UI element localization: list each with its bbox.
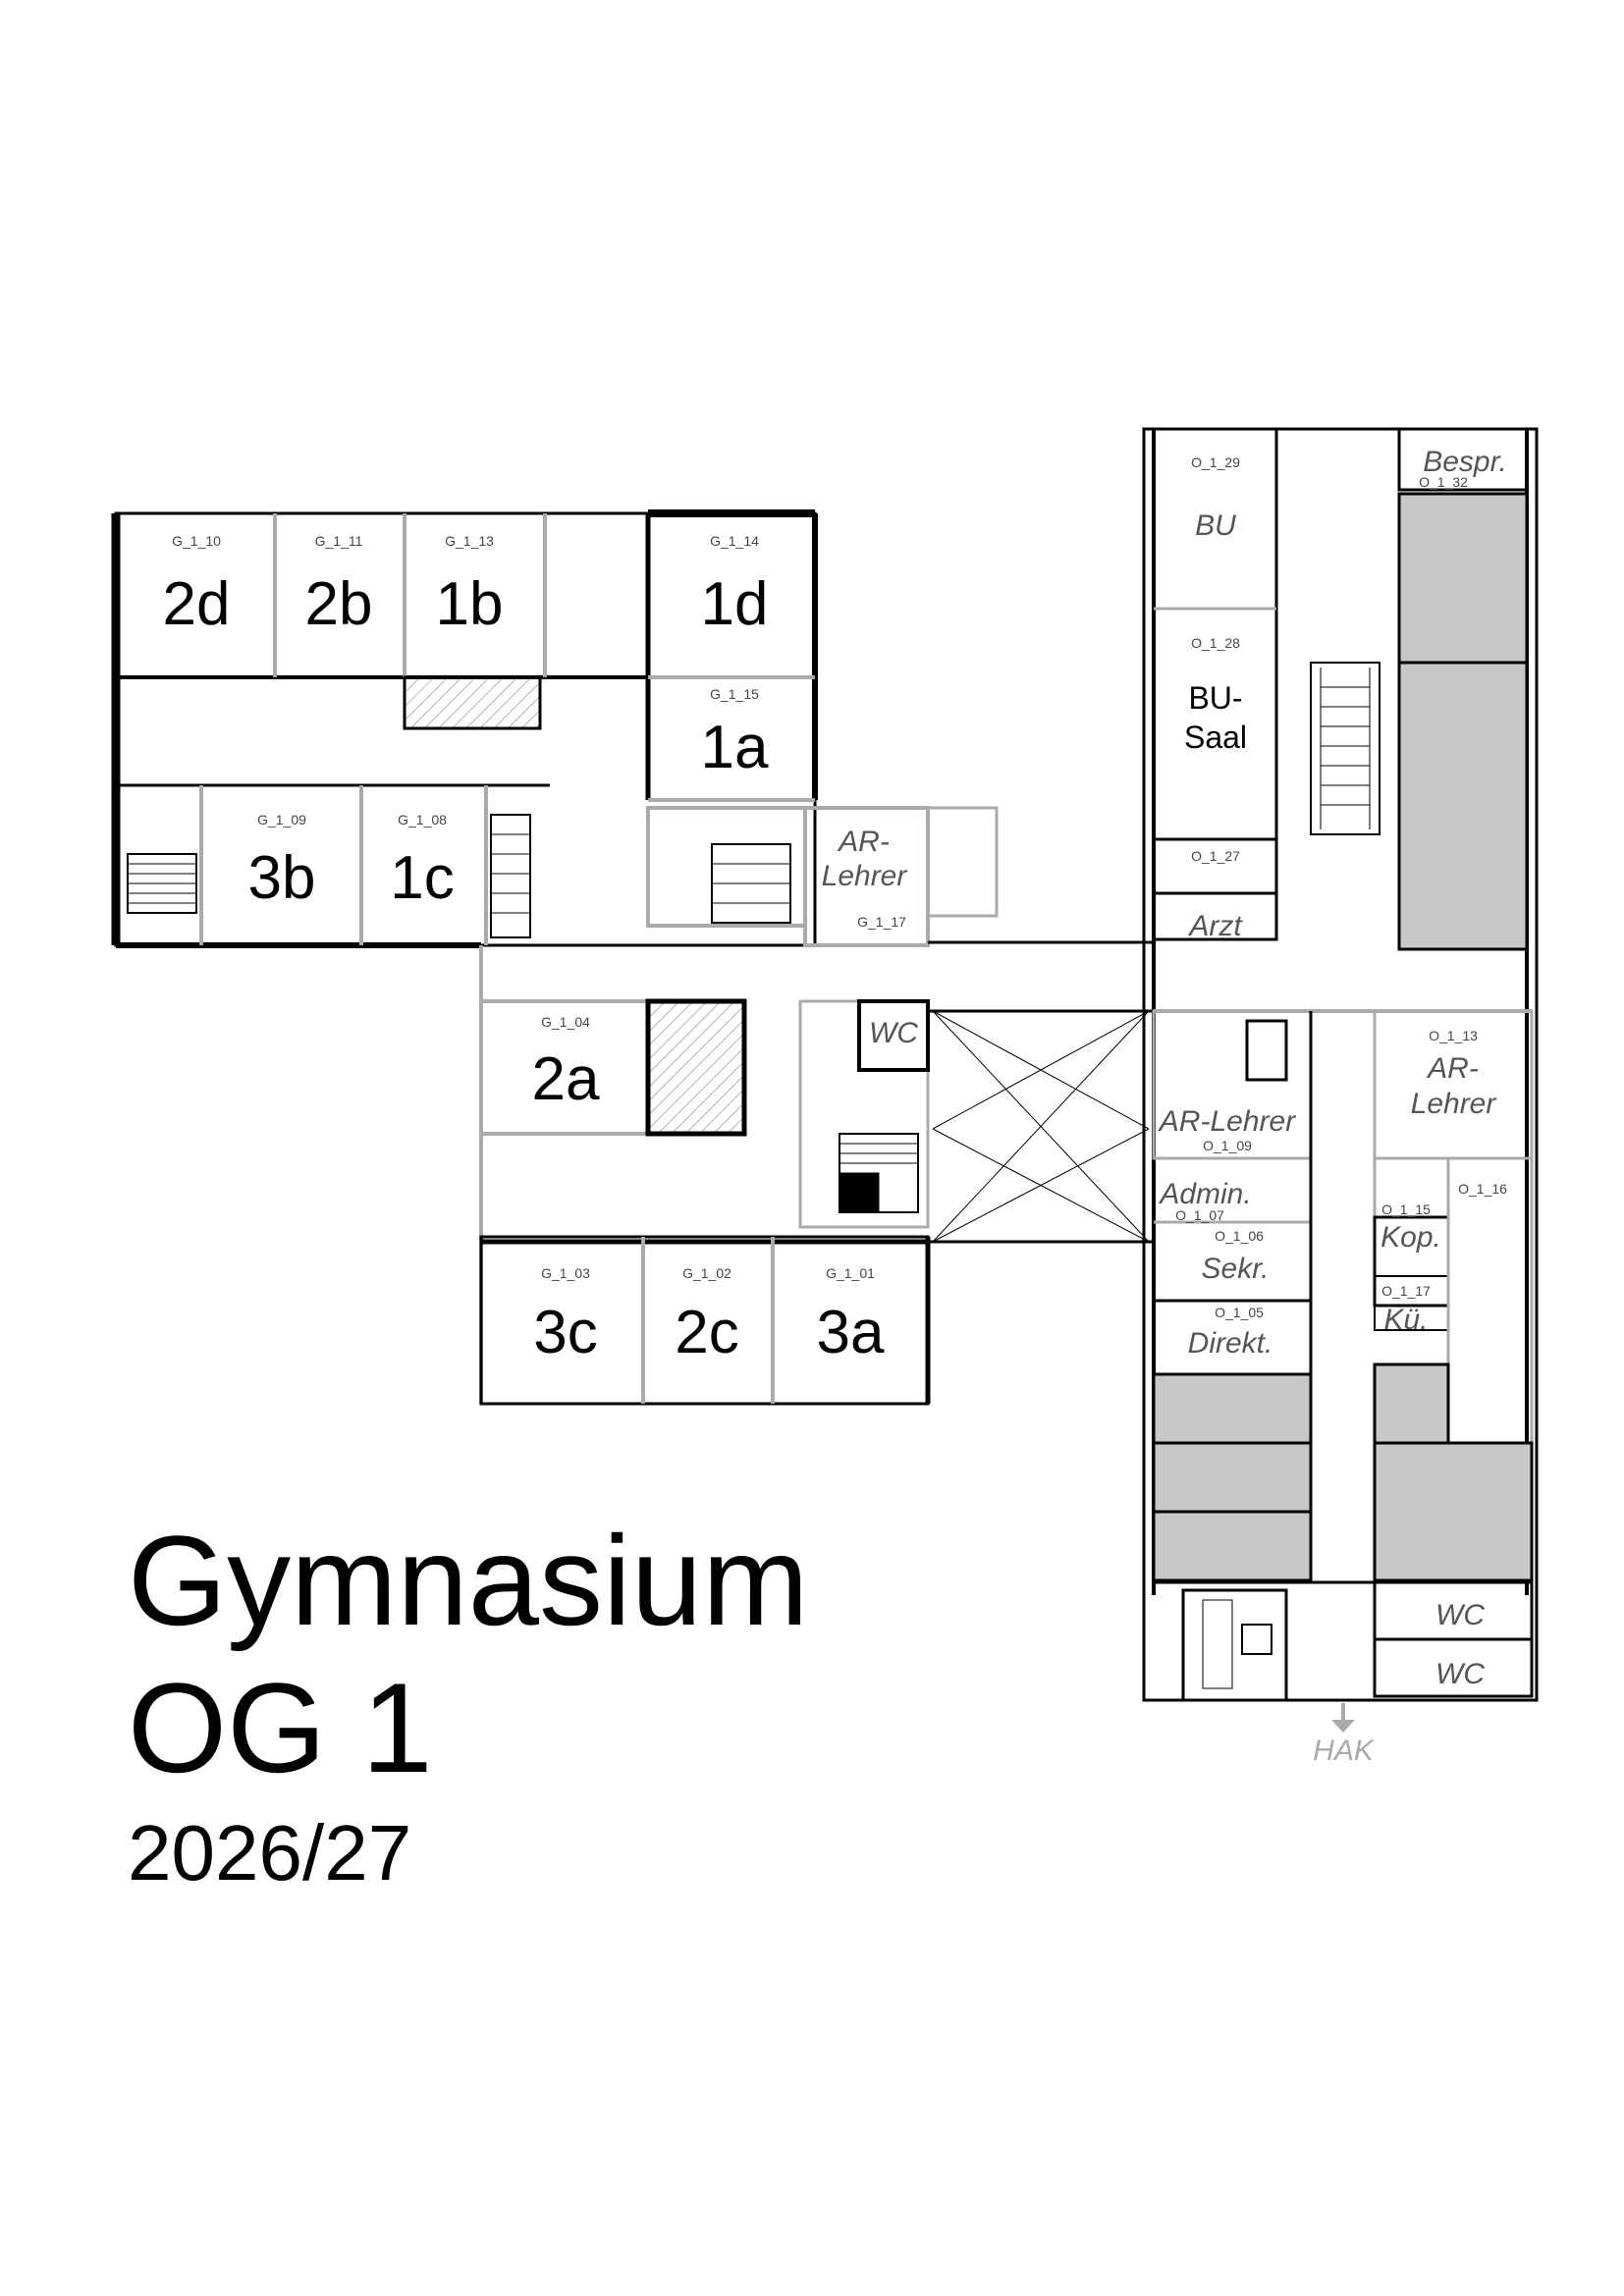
room-label-o113-line2: Lehrer (1411, 1088, 1497, 1120)
room-label-1b: 1b (436, 570, 504, 638)
room-label-admin: Admin. (1158, 1178, 1251, 1210)
room-code-g114: G_1_14 (710, 533, 759, 549)
room-code-o109: O_1_09 (1203, 1138, 1252, 1153)
room-label-kue: Kü. (1383, 1304, 1428, 1336)
room-label-2a: 2a (532, 1045, 600, 1113)
room-code-g102: G_1_02 (682, 1265, 731, 1281)
room-code-g117: G_1_17 (857, 914, 906, 930)
room-label-2b: 2b (305, 570, 373, 638)
room-code-g108: G_1_08 (398, 812, 447, 828)
room-code-g103: G_1_03 (541, 1265, 590, 1281)
room-label-bu-saal-line1: BU- (1188, 680, 1242, 716)
room-label-1c: 1c (390, 844, 454, 912)
room-label-g117-line2: Lehrer (822, 860, 908, 892)
room-label-kop: Kop. (1380, 1221, 1441, 1254)
room-label-o109: AR-Lehrer (1158, 1105, 1296, 1138)
room-code-o129: O_1_29 (1191, 454, 1240, 470)
room-code-g104: G_1_04 (541, 1014, 590, 1030)
room-code-g101: G_1_01 (826, 1265, 875, 1281)
room-label-bespr: Bespr. (1423, 446, 1507, 478)
room-label-wc-2: WC (1435, 1658, 1485, 1690)
room-code-o106: O_1_06 (1215, 1228, 1264, 1244)
connecting-bridge (928, 940, 1154, 1244)
room-label-o113-line1: AR- (1426, 1052, 1479, 1085)
room-label-3a: 3a (817, 1299, 885, 1366)
room-label-g117-line1: AR- (837, 826, 890, 858)
plan-title: Gymnasium (128, 1509, 809, 1652)
room-label-wc-west: WC (869, 1017, 918, 1049)
room-label-sekr: Sekr. (1202, 1253, 1270, 1285)
room-code-o115: O_1_15 (1381, 1201, 1431, 1217)
room-code-o113: O_1_13 (1429, 1028, 1478, 1043)
room-label-bu: BU (1195, 509, 1236, 542)
room-label-1d: 1d (701, 570, 769, 638)
room-code-o132: O_1_32 (1419, 474, 1468, 490)
west-wing (111, 509, 999, 1406)
room-label-2d: 2d (163, 570, 231, 638)
room-code-o117: O_1_17 (1381, 1283, 1431, 1299)
room-label-3b: 3b (248, 844, 316, 912)
room-code-o128: O_1_28 (1191, 635, 1240, 651)
room-code-g111: G_1_11 (315, 533, 363, 549)
room-code-o116: O_1_16 (1458, 1181, 1507, 1197)
exit-label-hak: HAK (1313, 1735, 1376, 1767)
room-code-g109: G_1_09 (257, 812, 306, 828)
room-label-bu-saal-line2: Saal (1184, 720, 1247, 755)
east-wing (1142, 427, 1539, 1733)
room-label-direkt: Direkt. (1188, 1327, 1273, 1360)
room-label-3c: 3c (533, 1299, 597, 1366)
room-label-1a: 1a (701, 714, 769, 781)
room-code-o107: O_1_07 (1175, 1207, 1224, 1223)
room-code-o127: O_1_27 (1191, 848, 1240, 864)
room-label-arzt: Arzt (1187, 910, 1243, 942)
room-code-g110: G_1_10 (172, 533, 221, 549)
room-label-2c: 2c (675, 1299, 738, 1366)
room-code-o105: O_1_05 (1215, 1305, 1264, 1320)
room-label-wc-1: WC (1435, 1599, 1485, 1631)
floor-label: OG 1 (128, 1656, 433, 1799)
room-code-g113: G_1_13 (445, 533, 494, 549)
room-code-g115: G_1_15 (710, 686, 759, 702)
school-year: 2026/27 (128, 1809, 412, 1896)
